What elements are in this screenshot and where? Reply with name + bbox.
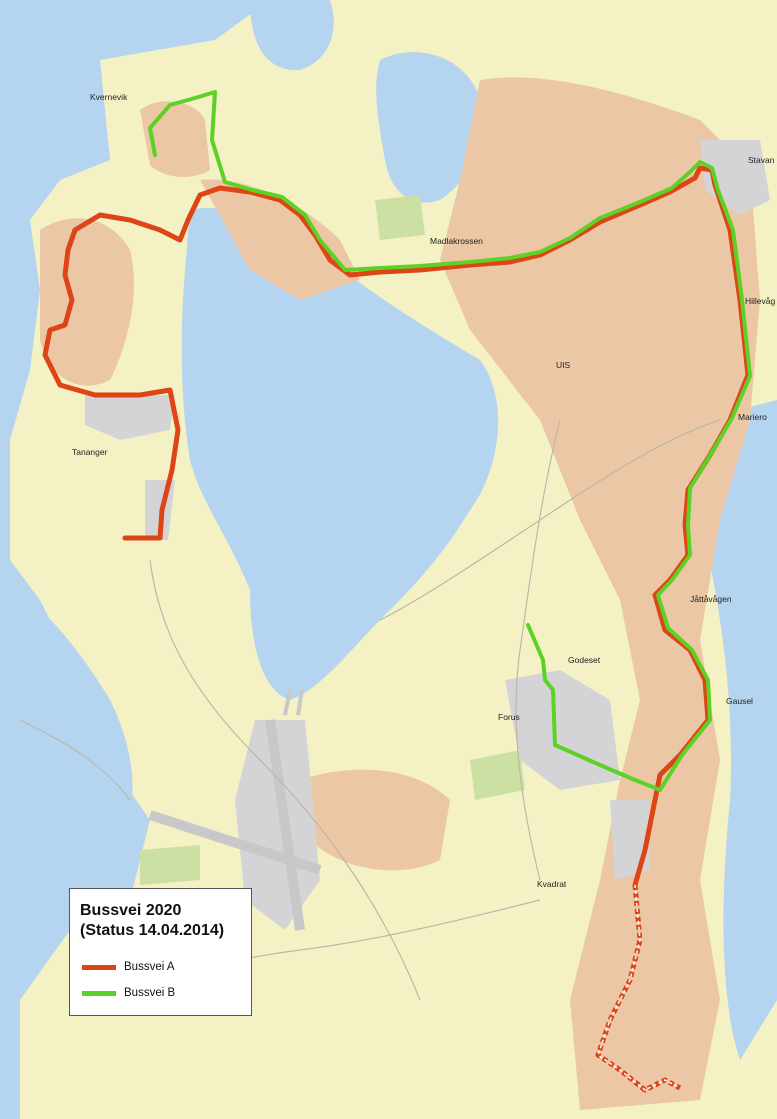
legend-item-bussvei-a[interactable]: Bussvei A — [82, 959, 175, 975]
legend-title-line1: Bussvei 2020 — [80, 902, 182, 919]
place-label-kvernevik: Kvernevik — [90, 92, 128, 102]
place-label-uis: UIS — [556, 360, 571, 370]
bussvei-b-swatch — [82, 990, 116, 996]
place-label-j-tt-v-gen: Jåttåvågen — [690, 594, 732, 604]
place-label-stavan: Stavan — [748, 155, 775, 165]
place-label-godeset: Godeset — [568, 655, 601, 665]
map-legend: Bussvei 2020 (Status 14.04.2014) Bussvei… — [69, 888, 252, 1016]
legend-title: Bussvei 2020 (Status 14.04.2014) — [80, 901, 224, 941]
bussvei-b-route-south[interactable] — [526, 374, 752, 792]
place-label-gausel: Gausel — [726, 696, 753, 706]
legend-label-bussvei-b: Bussvei B — [124, 987, 176, 999]
airport — [148, 689, 322, 931]
water-bodies — [0, 0, 777, 1060]
bussvei-a-planned-centerline — [597, 884, 681, 1091]
bussvei-b-route-north[interactable] — [148, 90, 752, 378]
place-label-tananger: Tananger — [72, 447, 108, 457]
legend-item-bussvei-b[interactable]: Bussvei B — [82, 985, 175, 1001]
legend-title-line2: (Status 14.04.2014) — [80, 922, 225, 939]
place-label-mariero: Mariero — [738, 412, 767, 422]
bussvei-a-swatch — [82, 964, 116, 970]
legend-label-bussvei-a: Bussvei A — [124, 961, 175, 973]
park-areas — [140, 195, 525, 885]
place-label-kvadrat: Kvadrat — [537, 879, 567, 889]
place-label-forus: Forus — [498, 712, 520, 722]
place-label-hillev-g: Hillevåg — [745, 296, 776, 306]
industrial-areas — [85, 140, 770, 880]
place-label-madlakrossen: Madlakrossen — [430, 236, 483, 246]
